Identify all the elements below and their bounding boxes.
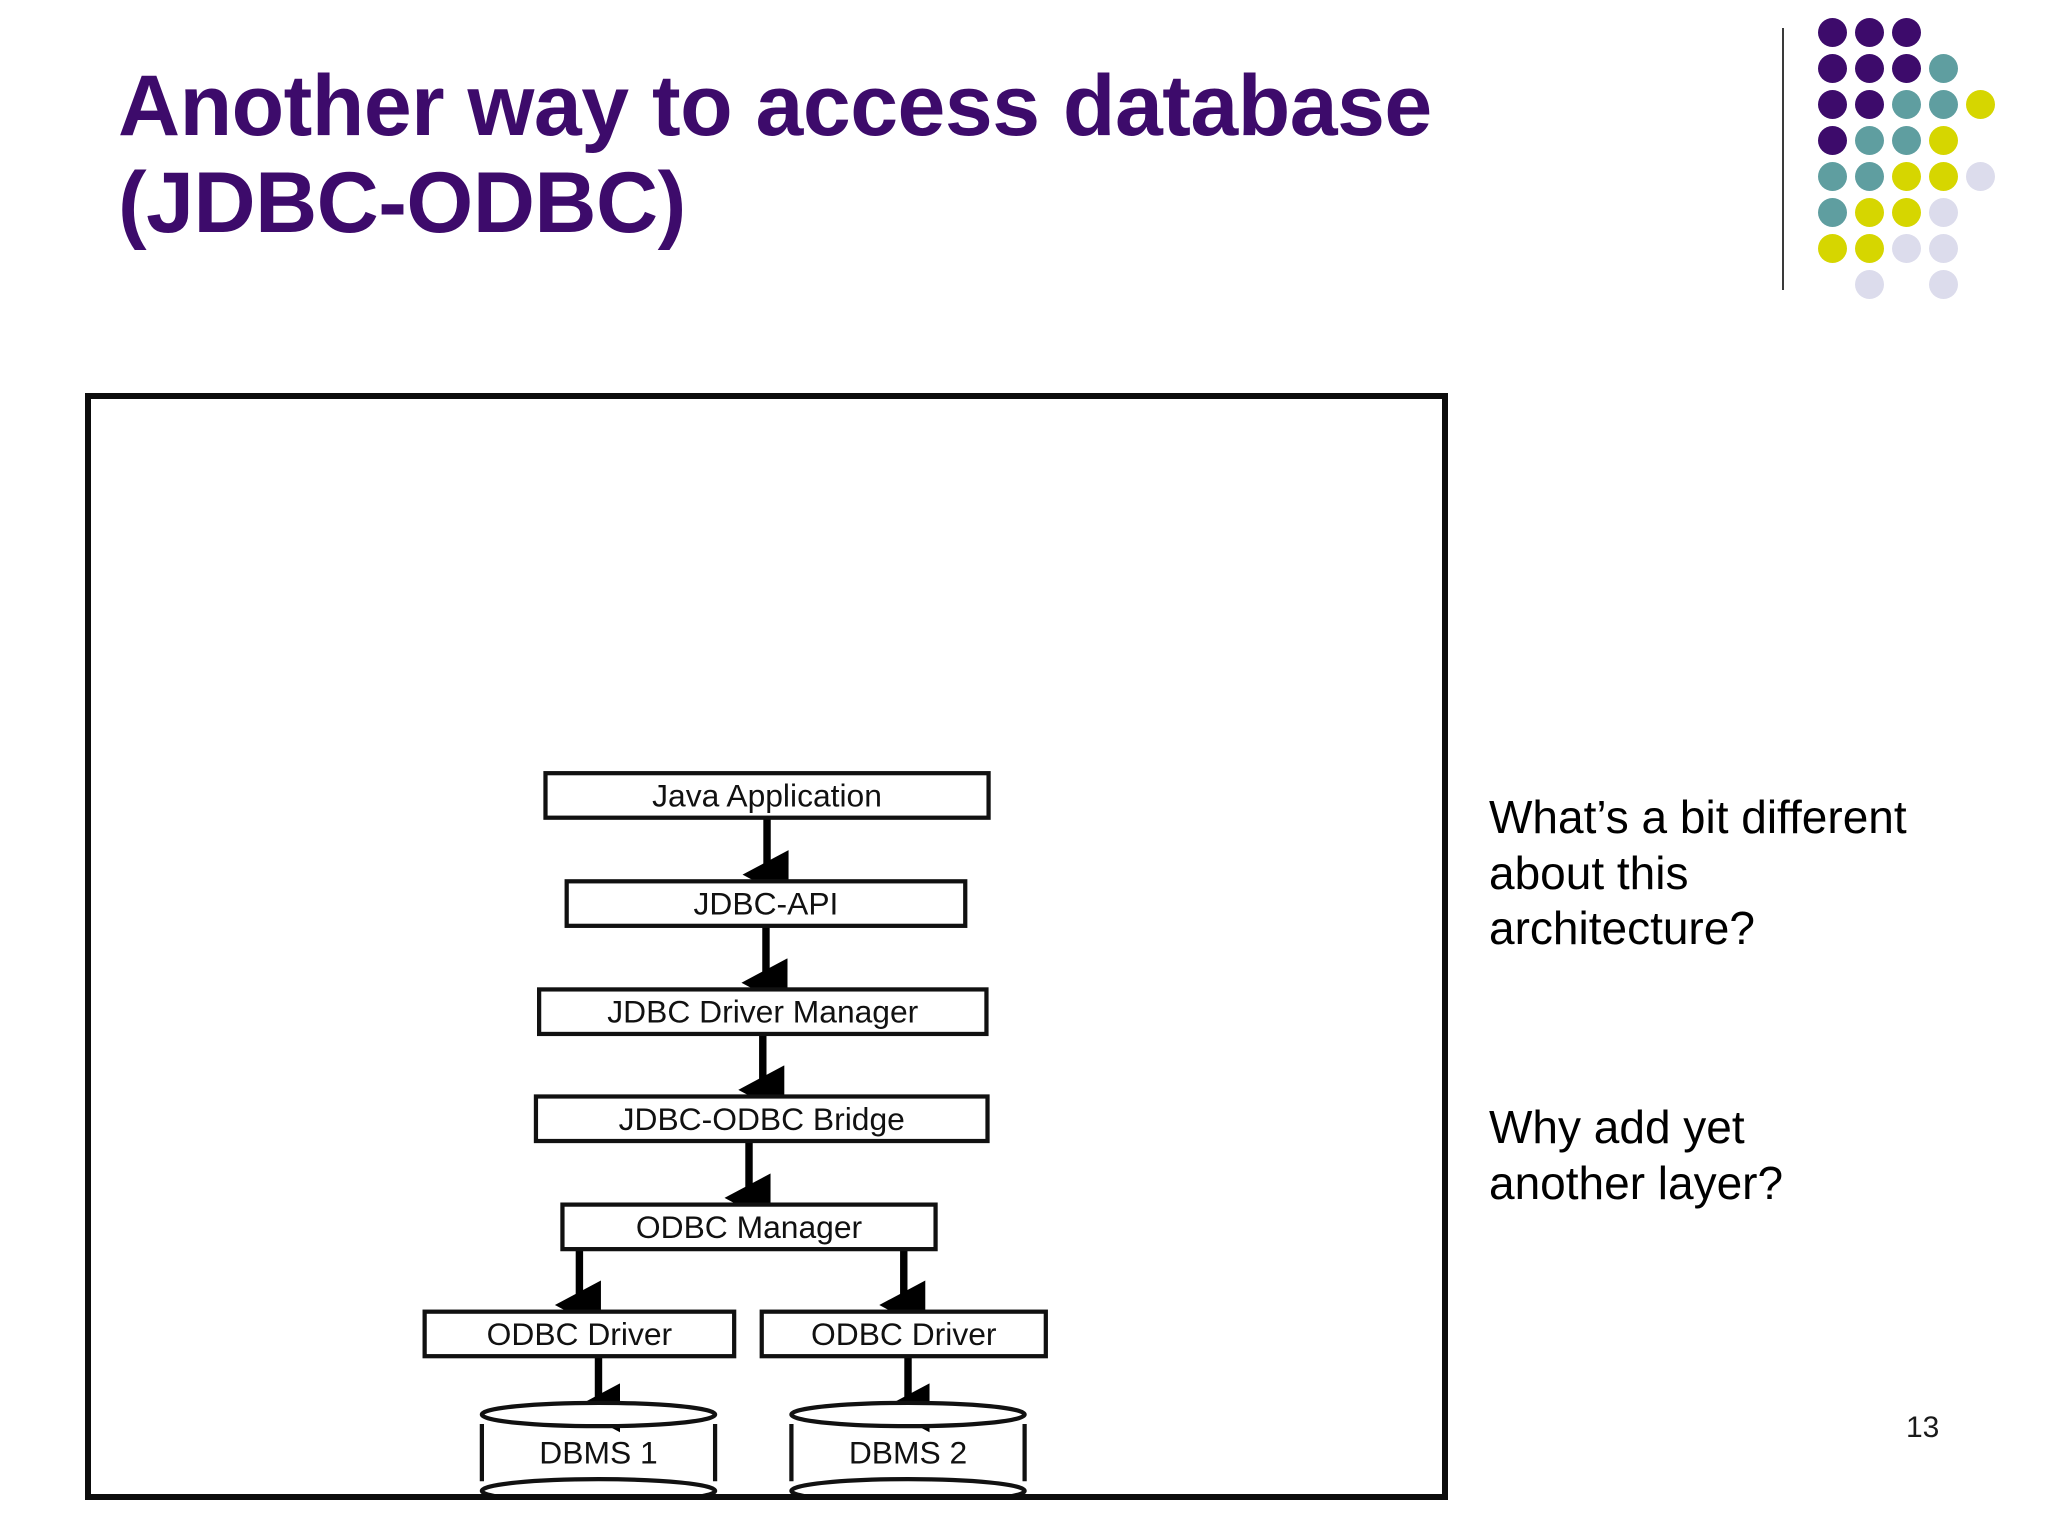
logo-dot-yellow	[1966, 90, 1995, 119]
diagram-node-odbc-driver-2: ODBC Driver	[759, 1309, 1048, 1359]
logo-dot-teal	[1892, 90, 1921, 119]
question-2-line-1: Why add yet	[1489, 1101, 1745, 1153]
logo-divider-rule	[1782, 28, 1784, 290]
logo-dot-teal	[1855, 162, 1884, 191]
logo-dot-purple	[1892, 18, 1921, 47]
logo-dot-lavender	[1929, 270, 1958, 299]
node-box	[759, 1309, 1048, 1359]
logo-dot-lavender	[1892, 234, 1921, 263]
logo-dot-purple	[1855, 54, 1884, 83]
node-label: JDBC-API	[694, 886, 839, 922]
node-label: DBMS 2	[849, 1435, 967, 1471]
node-label: DBMS 1	[539, 1435, 657, 1471]
node-box	[560, 1202, 938, 1252]
logo-dot-purple	[1818, 18, 1847, 47]
dot-grid-logo	[1818, 18, 2048, 308]
logo-dot-purple	[1818, 126, 1847, 155]
node-label: ODBC Driver	[811, 1316, 997, 1352]
page-title-line-1: Another way to access database	[118, 58, 1432, 154]
page-title-line-2: (JDBC-ODBC)	[118, 155, 686, 252]
logo-dot-lavender	[1929, 198, 1958, 227]
node-box	[543, 771, 991, 820]
diagram-node-jdbc-odbc-bridge: JDBC-ODBC Bridge	[533, 1094, 990, 1144]
cylinder-top	[789, 1400, 1027, 1429]
cylinder-top	[479, 1400, 718, 1429]
question-2-line-2: another layer?	[1489, 1156, 1784, 1209]
logo-dot-teal	[1818, 162, 1847, 191]
logo-dot-purple	[1818, 90, 1847, 119]
question-1-line-2: about this	[1489, 846, 1689, 899]
logo-dot-lavender	[1929, 234, 1958, 263]
diagram-node-java-application: Java Application	[543, 771, 991, 820]
logo-dot-teal	[1929, 54, 1958, 83]
logo-dot-yellow	[1929, 126, 1958, 155]
node-label: ODBC Driver	[487, 1316, 673, 1352]
cylinder-bottom	[479, 1477, 718, 1494]
page-title: Another way to access database (JDBC-ODB…	[118, 58, 1758, 252]
logo-dot-lavender	[1855, 270, 1884, 299]
node-label: ODBC Manager	[636, 1209, 863, 1245]
node-box	[537, 987, 989, 1037]
logo-dot-teal	[1818, 198, 1847, 227]
logo-dot-purple	[1892, 54, 1921, 83]
node-box	[422, 1309, 737, 1359]
logo-dot-teal	[1855, 126, 1884, 155]
node-label: JDBC-ODBC Bridge	[619, 1101, 905, 1137]
logo-dot-purple	[1818, 54, 1847, 83]
question-1-line-3: architecture?	[1489, 902, 1755, 955]
question-1-line-1: What’s a bit different	[1489, 791, 1907, 843]
node-label: JDBC Driver Manager	[607, 994, 918, 1030]
logo-dot-lavender	[1966, 162, 1995, 191]
diagram-node-jdbc-driver-manager: JDBC Driver Manager	[537, 987, 989, 1037]
logo-dot-yellow	[1855, 198, 1884, 227]
logo-dot-purple	[1855, 90, 1884, 119]
logo-dot-yellow	[1818, 234, 1847, 263]
question-text-2: Why add yet another layer?	[1489, 1100, 2034, 1211]
diagram-node-dbms-2: DBMS 2	[789, 1400, 1027, 1494]
page-number: 13	[1906, 1411, 1940, 1444]
question-text-1: What’s a bit different about this archit…	[1489, 790, 2034, 957]
logo-dot-teal	[1892, 126, 1921, 155]
diagram-node-odbc-driver-1: ODBC Driver	[422, 1309, 737, 1359]
logo-dot-yellow	[1892, 162, 1921, 191]
diagram-node-jdbc-api: JDBC-API	[564, 879, 968, 928]
node-box	[533, 1094, 990, 1144]
logo-dot-purple	[1855, 18, 1884, 47]
logo-dot-yellow	[1892, 198, 1921, 227]
logo-dot-teal	[1929, 90, 1958, 119]
diagram-node-odbc-manager: ODBC Manager	[560, 1202, 938, 1252]
node-label: Java Application	[652, 777, 882, 813]
node-box	[564, 879, 968, 928]
logo-dot-yellow	[1929, 162, 1958, 191]
cylinder-bottom	[789, 1477, 1027, 1494]
logo-dot-yellow	[1855, 234, 1884, 263]
diagram-node-dbms-1: DBMS 1	[479, 1400, 718, 1494]
